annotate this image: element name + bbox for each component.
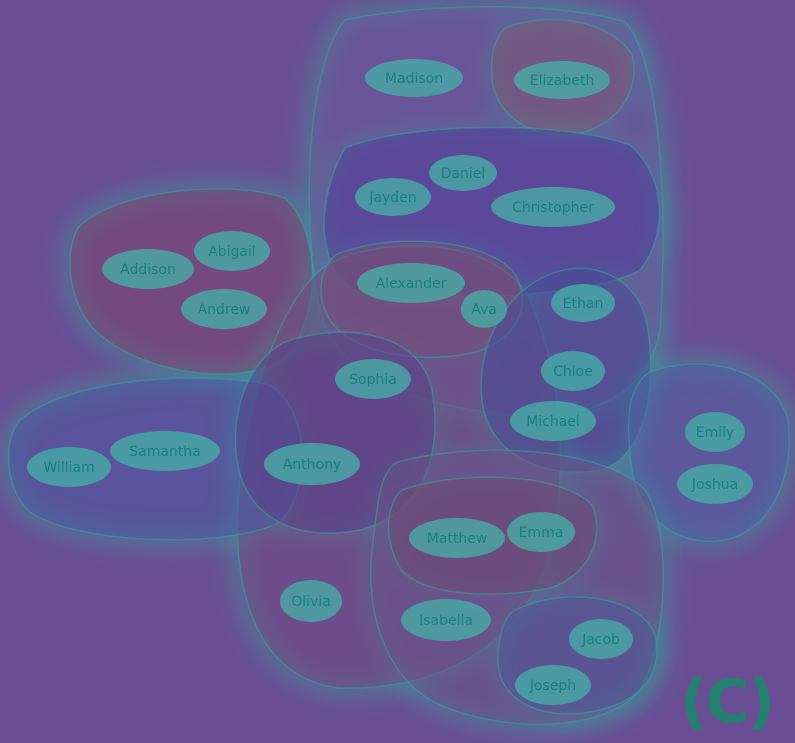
node-ellipse	[357, 263, 465, 303]
node-william[interactable]: William	[27, 447, 111, 487]
node-label: Samantha	[129, 444, 201, 460]
node-label: Joseph	[529, 678, 576, 694]
node-ellipse	[355, 178, 431, 216]
node-addison[interactable]: Addison	[102, 249, 194, 289]
node-abigail[interactable]: Abigail	[194, 231, 270, 271]
node-layer: Madison ElizabethDanielJaydenChristopherA…	[27, 59, 753, 705]
node-ellipse	[429, 155, 497, 191]
node-label: Ethan	[563, 296, 604, 312]
node-label: Jacob	[581, 632, 620, 648]
node-label: Christopher	[512, 200, 594, 216]
node-label: Olivia	[291, 594, 331, 610]
emily-group-region	[627, 363, 790, 542]
node-olivia[interactable]: Olivia	[280, 580, 342, 622]
node-label: Daniel	[441, 166, 486, 182]
node-label: Abigail	[208, 244, 256, 260]
node-ellipse	[685, 412, 745, 452]
node-ellipse	[510, 401, 596, 441]
node-ellipse	[409, 518, 505, 558]
node-isabella[interactable]: Isabella	[401, 599, 491, 641]
node-madison[interactable]: Madison	[365, 59, 463, 97]
node-label: Joshua	[691, 477, 738, 493]
node-label: Emily	[696, 425, 735, 441]
node-ellipse	[569, 619, 633, 659]
node-alexander[interactable]: Alexander	[357, 263, 465, 303]
node-anthony[interactable]: Anthony	[264, 443, 360, 485]
node-label: Chloe	[553, 364, 593, 380]
node-ellipse	[491, 187, 615, 227]
node-label: Sophia	[349, 372, 397, 388]
node-label: Jayden	[368, 190, 416, 206]
node-ellipse	[102, 249, 194, 289]
node-ellipse	[365, 59, 463, 97]
node-ellipse	[507, 512, 575, 552]
node-ellipse	[677, 464, 753, 504]
node-ellipse	[110, 431, 220, 471]
node-jayden[interactable]: Jayden	[355, 178, 431, 216]
node-ellipse	[541, 351, 605, 391]
node-ellipse	[181, 289, 267, 329]
node-ethan[interactable]: Ethan	[551, 284, 615, 322]
node-michael[interactable]: Michael	[510, 401, 596, 441]
node-jacob[interactable]: Jacob	[569, 619, 633, 659]
node-ellipse	[461, 290, 507, 328]
node-christopher[interactable]: Christopher	[491, 187, 615, 227]
node-ellipse	[194, 231, 270, 271]
node-label: Andrew	[198, 302, 251, 318]
node-label: Emma	[519, 525, 564, 541]
node-matthew[interactable]: Matthew	[409, 518, 505, 558]
node-label: William	[43, 460, 94, 476]
node-ellipse	[401, 599, 491, 641]
node-sophia[interactable]: Sophia	[335, 359, 411, 399]
node-ellipse	[280, 580, 342, 622]
node-samantha[interactable]: Samantha	[110, 431, 220, 471]
node-label: Anthony	[283, 457, 342, 473]
corner-label: (C)	[680, 667, 775, 737]
node-label: Elizabeth	[530, 73, 594, 89]
node-ellipse	[264, 443, 360, 485]
node-ellipse	[514, 61, 610, 99]
node-label: Matthew	[427, 531, 488, 547]
node-label: Alexander	[376, 276, 447, 292]
node-label: Ava	[471, 302, 497, 318]
node-joshua[interactable]: Joshua	[677, 464, 753, 504]
node-label: Isabella	[419, 613, 473, 629]
node-ellipse	[27, 447, 111, 487]
node-ellipse	[551, 284, 615, 322]
node-ava[interactable]: Ava	[461, 290, 507, 328]
node-emma[interactable]: Emma	[507, 512, 575, 552]
node-andrew[interactable]: Andrew	[181, 289, 267, 329]
node-emily[interactable]: Emily	[685, 412, 745, 452]
node-joseph[interactable]: Joseph	[515, 665, 591, 705]
node-ellipse	[335, 359, 411, 399]
node-daniel[interactable]: Daniel	[429, 155, 497, 191]
node-label: Addison	[120, 262, 176, 278]
node-label: Madison	[385, 71, 443, 87]
node-chloe[interactable]: Chloe	[541, 351, 605, 391]
node-ellipse	[515, 665, 591, 705]
node-elizabeth[interactable]: Elizabeth	[514, 61, 610, 99]
node-label: Michael	[526, 414, 580, 430]
